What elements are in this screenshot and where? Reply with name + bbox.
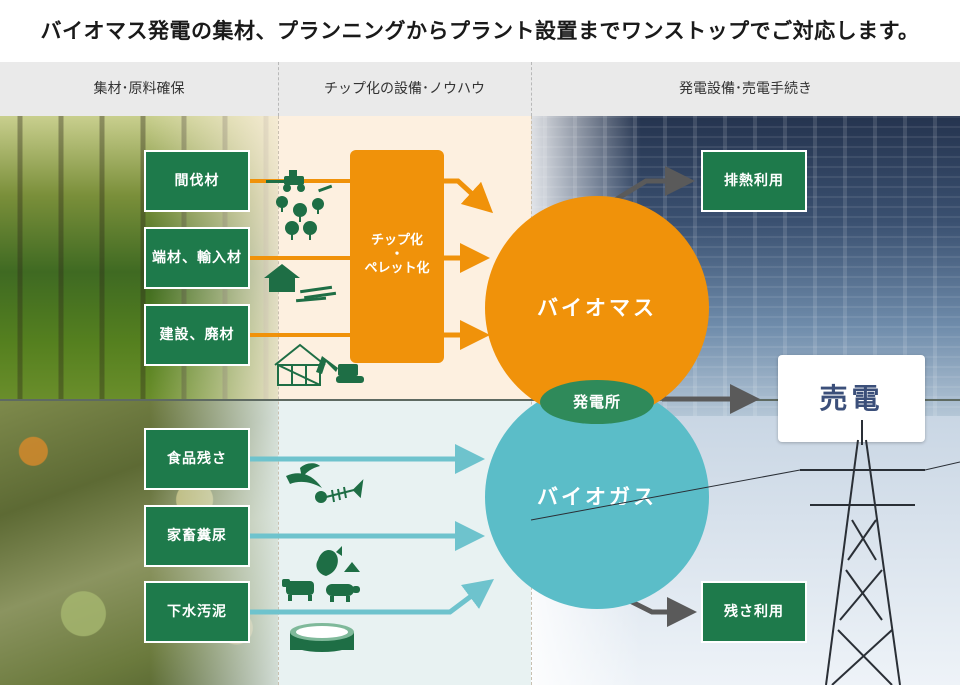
power-plant-label: 発電所: [540, 380, 654, 424]
excavator-icon: [316, 356, 364, 383]
column-header-collection: 集材･原料確保: [0, 62, 278, 116]
header-divider: [278, 62, 279, 116]
chicken-icon: [316, 546, 360, 576]
arrow-to-waste-heat: [610, 166, 695, 205]
power-sale: 売電: [778, 355, 925, 442]
arrow-chip-to-biomass-1: [444, 178, 494, 214]
chip-dot: ・: [390, 247, 404, 262]
header-divider: [531, 62, 532, 116]
source-construction-waste: 建設、廃材: [144, 304, 250, 366]
pig-cow-icon: [282, 579, 360, 602]
headline: バイオマス発電の集材、プランニングからプラント設置までワンストップでご対応します…: [40, 19, 920, 43]
building-frame-icon: [274, 343, 326, 386]
pellet-label: ペレット化: [364, 261, 430, 276]
divider-line: [0, 399, 960, 401]
source-food-residue: 食品残さ: [144, 428, 250, 490]
source-thinnings: 間伐材: [144, 150, 250, 212]
sludge-tank-icon: [290, 623, 354, 652]
forestry-machine-icon: [266, 170, 305, 192]
source-sewage-sludge: 下水汚泥: [144, 581, 250, 643]
waste-heat-use: 排熱利用: [701, 150, 807, 212]
column-header-chipping: チップ化の設備･ノウハウ: [278, 62, 531, 116]
arrow-sludge-to-biogas: [250, 579, 494, 615]
column-header-power: 発電設備･売電手続き: [531, 62, 960, 116]
source-scraps-imports: 端材、輸入材: [144, 227, 250, 289]
banana-peel-icon: [286, 463, 322, 488]
residue-use: 残さ利用: [701, 581, 807, 643]
fish-bone-icon: [315, 479, 364, 503]
house-lumber-icon: [264, 264, 337, 303]
chip-label: チップ化: [370, 233, 423, 248]
chip-pellet-box: チップ化 ・ ペレット化: [350, 150, 444, 363]
trees-icon: [276, 184, 333, 240]
source-livestock-manure: 家畜糞尿: [144, 505, 250, 567]
